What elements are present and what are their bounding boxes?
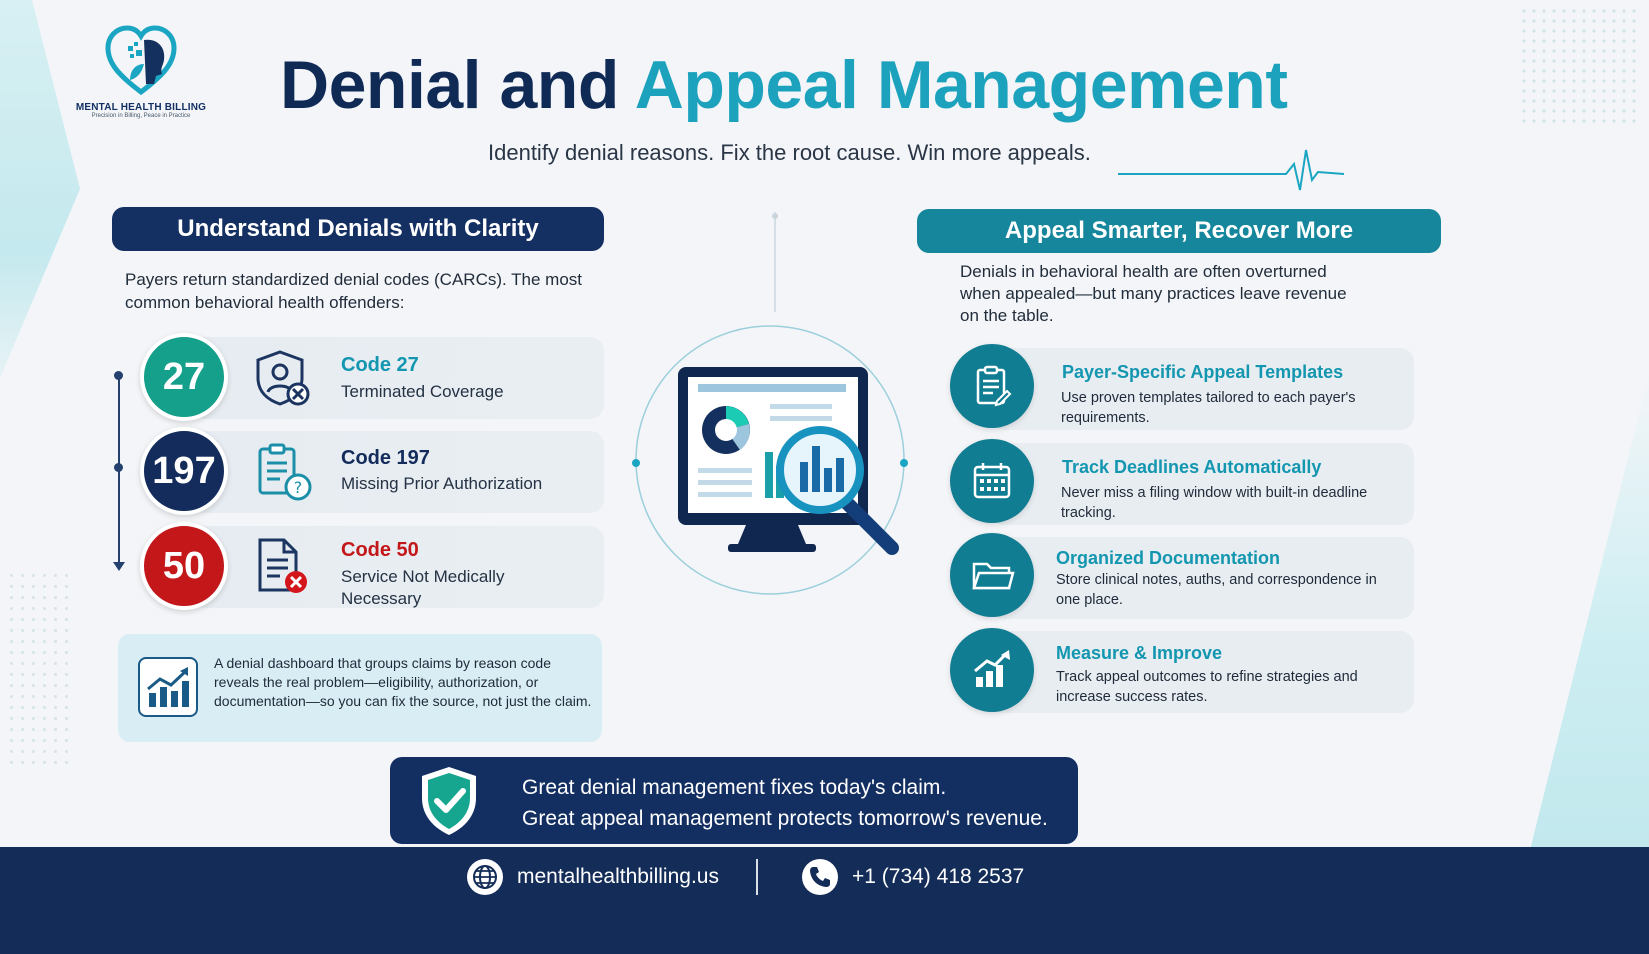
globe-icon <box>467 859 503 895</box>
timeline-dot <box>114 371 123 380</box>
feature-desc: Use proven templates tailored to each pa… <box>1061 390 1356 426</box>
denials-intro: Payers return standardized denial codes … <box>125 270 582 312</box>
feature-desc: Store clinical notes, auths, and corresp… <box>1056 572 1377 608</box>
brand-tagline: Precision in Billing, Peace in Practice <box>91 113 191 119</box>
summary-banner <box>390 757 1078 844</box>
page-subtitle: Identify denial reasons. Fix the root ca… <box>488 140 1091 165</box>
website-text: mentalhealthbilling.us <box>517 865 719 888</box>
brand-name: MENTAL HEALTH BILLING <box>75 102 207 113</box>
title-part2: Appeal Management <box>634 47 1288 123</box>
appeals-intro: Denials in behavioral health are often o… <box>960 262 1347 325</box>
feature-title: Track Deadlines Automatically <box>1062 457 1322 477</box>
summary-text: Great denial management fixes today's cl… <box>522 772 1048 834</box>
dashboard-note-text: A denial dashboard that groups claims by… <box>214 655 592 709</box>
right-decoration <box>1519 374 1649 894</box>
clipboard-edit-icon <box>950 344 1034 428</box>
heart-head-logo-icon <box>105 25 177 96</box>
feature-row <box>990 631 1414 713</box>
code-title: Code 27 <box>341 354 419 376</box>
footer-divider <box>756 859 758 895</box>
code-desc: Terminated Coverage <box>341 382 504 401</box>
feature-desc: Track appeal outcomes to refine strategi… <box>1056 669 1358 705</box>
code-row-197 <box>190 431 604 513</box>
dot-pattern <box>6 570 76 770</box>
document-x-icon <box>258 538 307 593</box>
code-desc: Missing Prior Authorization <box>341 474 543 493</box>
phone-text: +1 (734) 418 2537 <box>852 865 1025 888</box>
appeals-heading: Appeal Smarter, Recover More <box>917 209 1441 253</box>
svg-text:?: ? <box>294 478 303 497</box>
monitor-magnifier-illustration <box>632 212 908 595</box>
code-title: Code 197 <box>341 447 430 469</box>
code-number-badge: 50 <box>140 522 228 610</box>
feature-title: Measure & Improve <box>1056 643 1223 663</box>
bar-chart-icon <box>138 657 198 717</box>
feature-row <box>990 348 1414 430</box>
summary-line-1: Great denial management fixes today's cl… <box>522 776 947 799</box>
shield-check-icon <box>422 767 476 835</box>
phone-icon <box>802 859 838 895</box>
code-desc: Service Not Medically Necessary <box>341 567 505 608</box>
summary-line-2: Great appeal management protects tomorro… <box>522 807 1048 830</box>
clipboard-question-icon: ? <box>258 443 312 501</box>
growth-chart-icon <box>950 628 1034 712</box>
shield-user-x-icon <box>256 350 310 406</box>
code-number-badge: 197 <box>140 427 228 515</box>
heartbeat-line-icon <box>1118 149 1344 191</box>
timeline-arrow <box>113 562 125 571</box>
feature-title: Payer-Specific Appeal Templates <box>1062 362 1344 382</box>
phone-link[interactable]: +1 (734) 418 2537 <box>802 859 1024 895</box>
denials-heading: Understand Denials with Clarity <box>112 207 604 251</box>
calendar-icon <box>950 439 1034 523</box>
website-link[interactable]: mentalhealthbilling.us <box>467 859 719 895</box>
title-part1: Denial and <box>280 47 619 123</box>
feature-title: Organized Documentation <box>1056 548 1281 568</box>
code-title: Code 50 <box>341 539 419 561</box>
folder-icon <box>950 533 1034 617</box>
dot-pattern <box>1519 6 1639 126</box>
brand-logo[interactable]: MENTAL HEALTH BILLING Precision in Billi… <box>66 18 216 136</box>
dashboard-note <box>118 634 602 742</box>
feature-desc: Never miss a filing window with built-in… <box>1061 485 1368 521</box>
page-title: Denial and Appeal Management <box>280 46 1380 124</box>
feature-row <box>990 537 1414 619</box>
timeline-dot <box>114 463 123 472</box>
feature-row <box>990 443 1414 525</box>
code-number-badge: 27 <box>140 333 228 421</box>
